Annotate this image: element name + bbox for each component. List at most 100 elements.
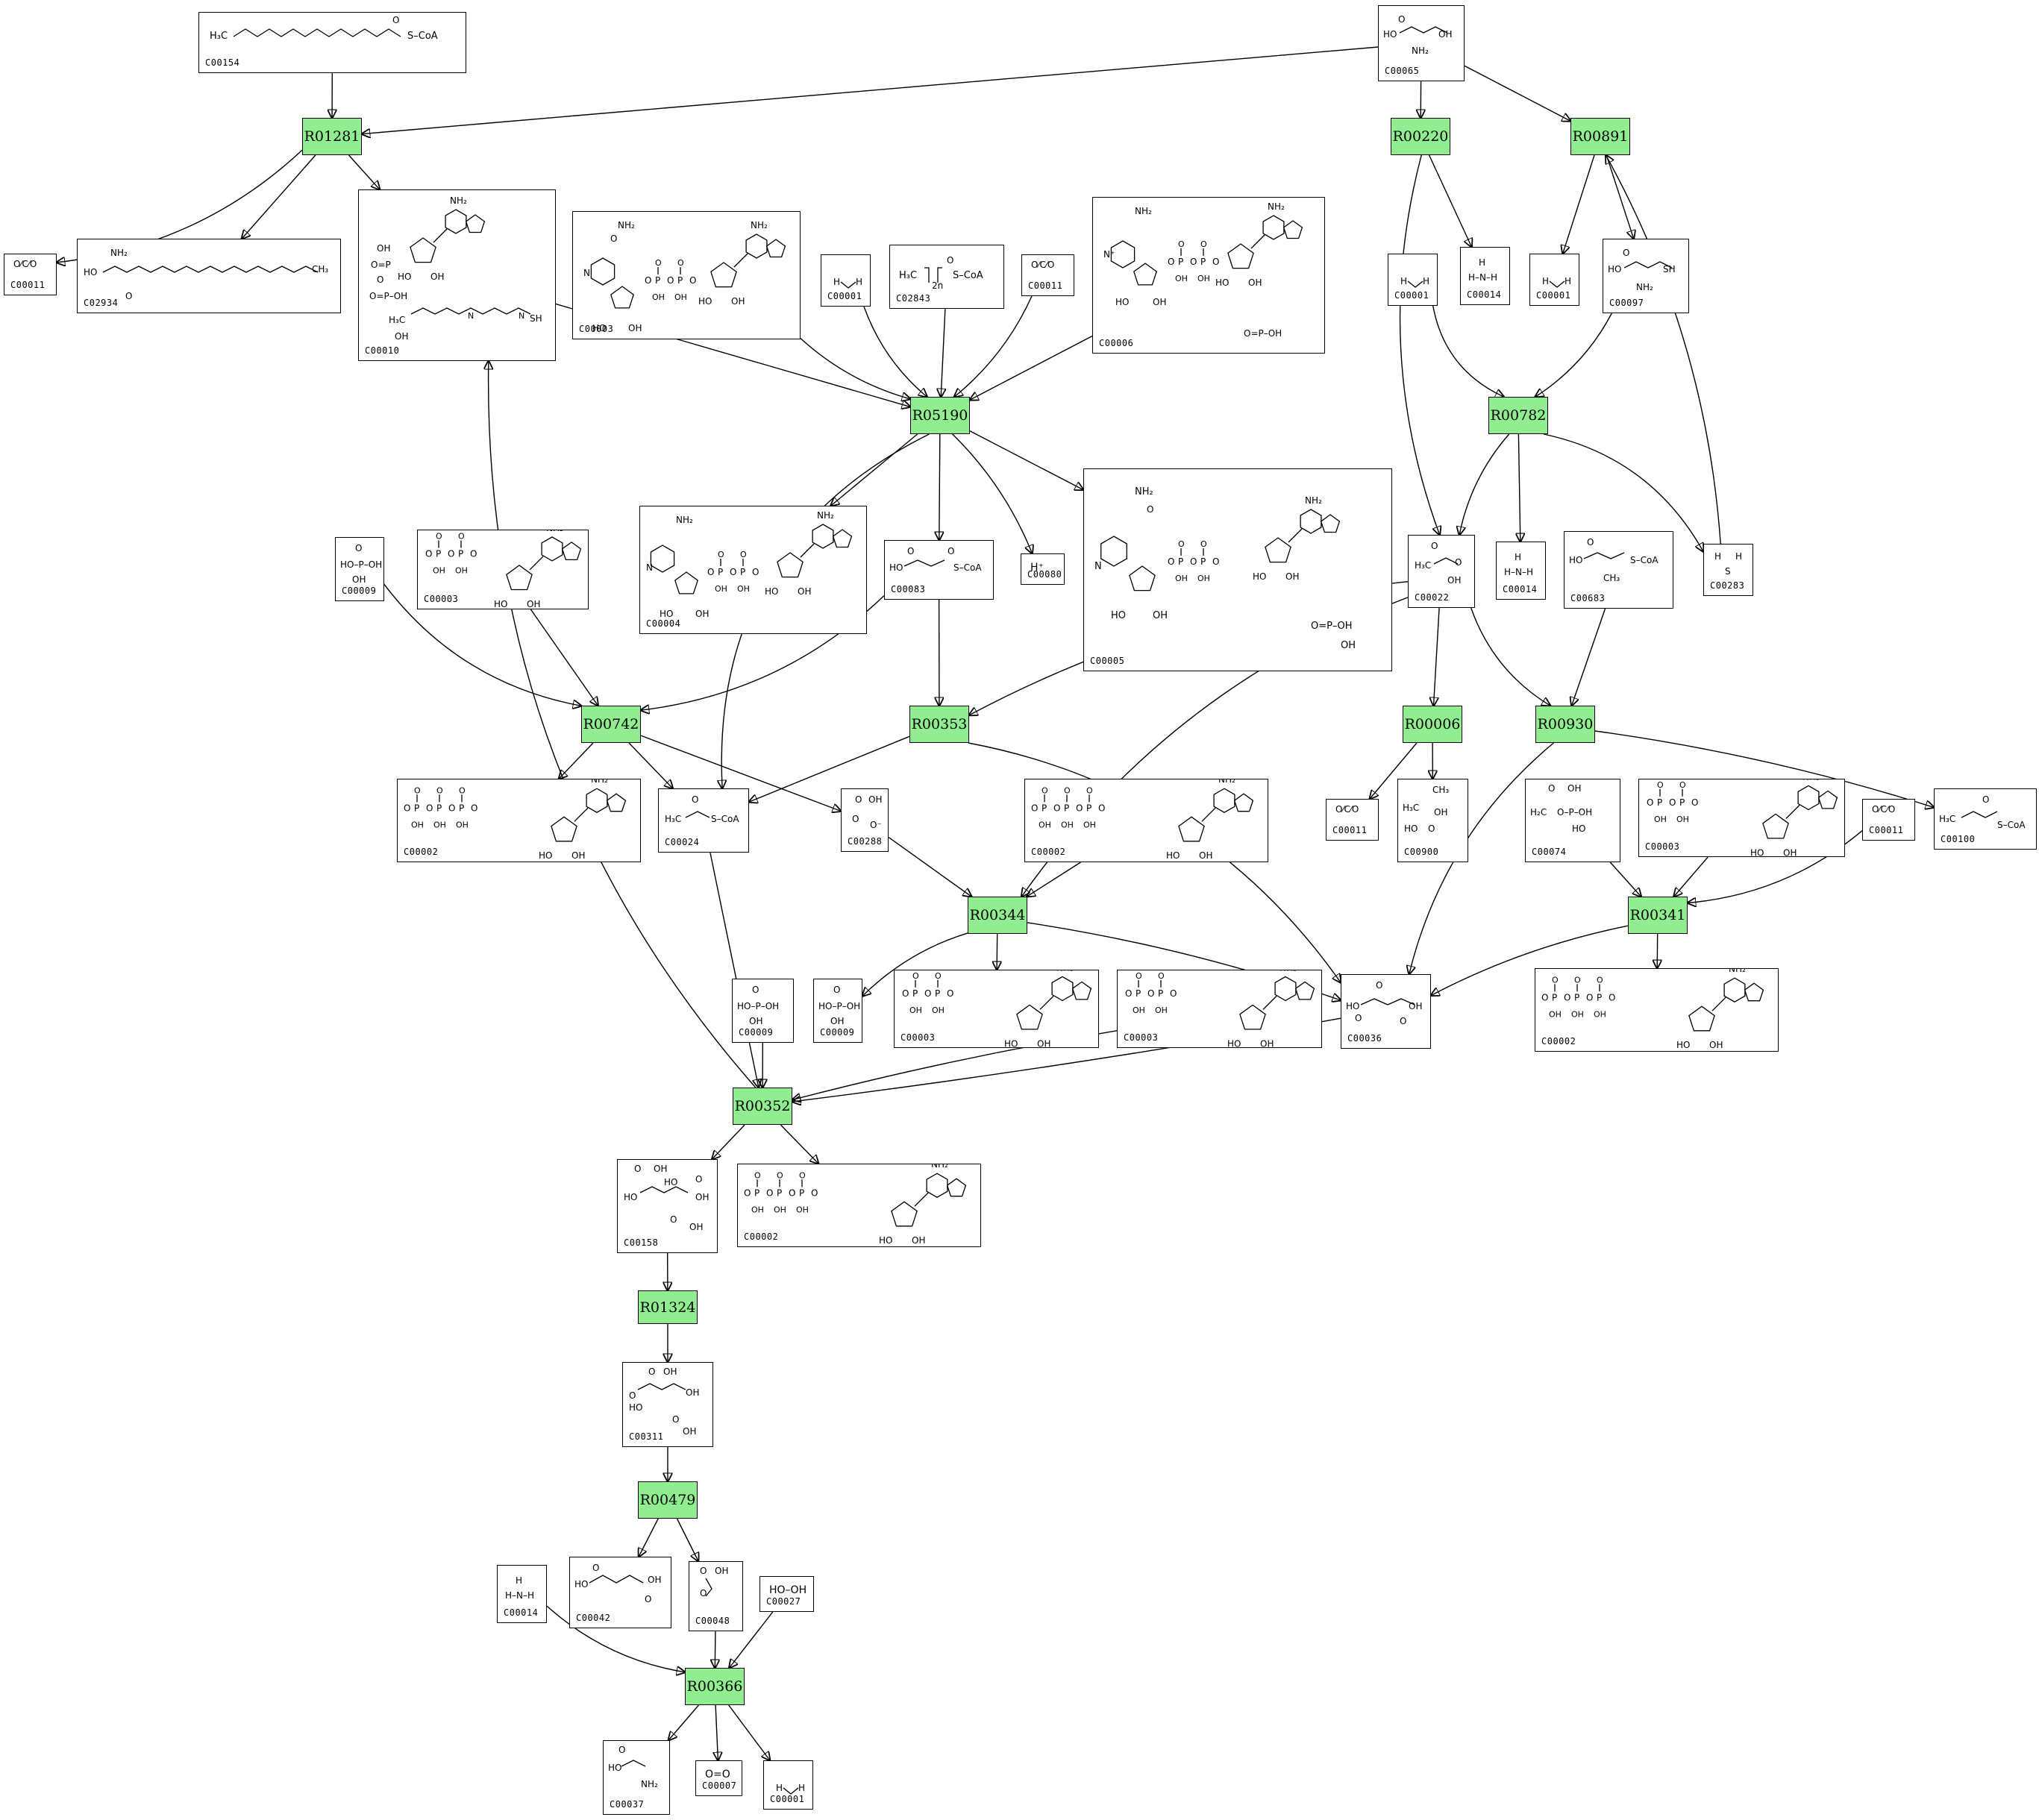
reaction-node-r00006[interactable]: R00006 (1403, 706, 1462, 743)
svg-text:OH: OH (686, 1387, 699, 1398)
svg-text:O: O (377, 274, 383, 285)
reaction-node-r00479[interactable]: R00479 (638, 1481, 698, 1519)
svg-text:NH₂: NH₂ (546, 530, 563, 533)
reaction-edge (1027, 862, 1081, 897)
reaction-node-r00366[interactable]: R00366 (685, 1668, 745, 1705)
svg-text:O: O (1428, 823, 1435, 834)
reaction-node-r00352[interactable]: R00352 (733, 1088, 792, 1125)
reaction-edge (715, 1704, 718, 1760)
svg-text:OH: OH (1676, 815, 1689, 824)
reaction-node-r00742[interactable]: R00742 (581, 706, 641, 743)
reaction-edge (1657, 933, 1658, 968)
reaction-node-r00344[interactable]: R00344 (968, 897, 1027, 934)
svg-text:HO: HO (574, 1579, 588, 1590)
svg-text:O: O (629, 1390, 636, 1401)
compound-id-label: C00005 (1090, 656, 1125, 666)
svg-text:O: O (645, 275, 651, 286)
reaction-node-r05190[interactable]: R05190 (910, 397, 970, 434)
reaction-edge (559, 742, 594, 779)
svg-text:O: O (592, 1563, 599, 1573)
svg-text:CH₃: CH₃ (1432, 785, 1449, 795)
svg-text:H₃C: H₃C (389, 315, 405, 325)
svg-text:O=P–OH: O=P–OH (369, 291, 407, 301)
reaction-node-r01324[interactable]: R01324 (638, 1290, 698, 1324)
svg-text:O: O (1431, 541, 1438, 551)
reaction-node-r00891[interactable]: R00891 (1570, 118, 1630, 155)
reaction-node-r00782[interactable]: R00782 (1488, 397, 1548, 434)
svg-text:O: O (1064, 785, 1071, 795)
reaction-edge (530, 609, 598, 706)
svg-text:P: P (458, 549, 463, 559)
svg-text:O: O (618, 1745, 625, 1755)
compound-c00080[interactable]: H⁺C00080 (1021, 553, 1065, 585)
reaction-edge (969, 430, 1083, 490)
compound-id-label: C00003 (424, 594, 459, 604)
svg-text:P: P (1574, 992, 1579, 1002)
reaction-node-r00220[interactable]: R00220 (1391, 118, 1450, 155)
reaction-node-r00353[interactable]: R00353 (909, 706, 969, 743)
compound-id-label: C00158 (624, 1237, 659, 1248)
svg-text:HO: HO (765, 586, 778, 597)
reaction-node-r01281[interactable]: R01281 (302, 118, 362, 155)
svg-text:OH: OH (731, 296, 745, 307)
svg-text:OH: OH (830, 1016, 844, 1026)
reaction-node-r00930[interactable]: R00930 (1535, 706, 1595, 743)
reaction-node-r00341[interactable]: R00341 (1628, 897, 1688, 934)
compound-formula-text: O=O (705, 1769, 730, 1780)
svg-text:OH: OH (751, 1205, 764, 1214)
compound-id-label: C00083 (891, 584, 926, 594)
